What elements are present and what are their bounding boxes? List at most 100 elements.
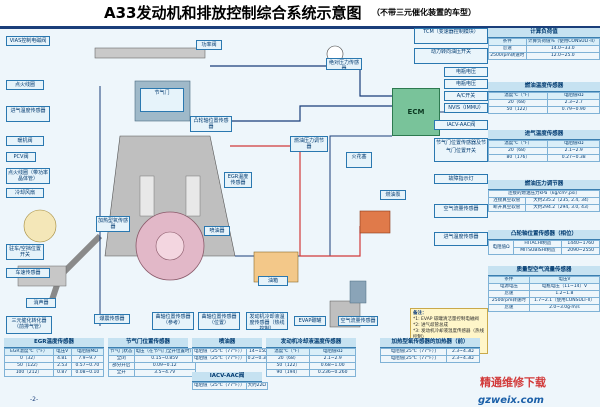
air-intake-pipe [94,47,206,59]
note-title: 备注： [413,311,427,316]
piston-left [139,175,155,217]
table-cell: 电阻值kΩ [547,92,600,100]
table-cell: 电瓶电压（11~14）V [528,283,600,291]
label-throttle-position: 节气门位置传感器及节气门位置开关 [434,138,488,162]
table-cell: 2.3~2.7 [547,99,600,107]
page-subtitle: （不带三元催化装置的车型） [372,8,476,17]
table-cell: 0.79~0.90 [547,106,600,114]
note-line-1: *1: EVAP 碳罐清洁量控制电磁阀 [413,317,479,322]
label-spark-plug: 火花塞 [346,152,372,168]
label-throttle-body: 节气门 [140,88,184,112]
ecm-box: ECM [392,88,440,136]
table-cell: 连接真空软管 [488,197,526,205]
table-title: 节气门位置传感器 [108,338,188,348]
label-iacv-aac: IACV-AAC阀 [434,120,488,130]
panel-table: 温度℃（°F）电阻值kΩ 20（68）2.3~2.7 50（122）0.79~0… [487,92,600,114]
label-ps-switch: 动力转向油压开关 [414,48,488,64]
table-cell: 温度℃（°F） [487,140,549,148]
table-cell: HITACHI制造 [513,240,563,248]
label-catalyst: 三元催化转化器（前排气管） [6,316,52,334]
page-number: -2- [30,396,39,403]
table-cell: 50（122） [4,362,54,370]
label-injector: 喷油器 [204,226,230,236]
page-title: A33发动机和排放控制综合系统示意图 [104,4,362,22]
label-battery-voltage-2: 电瓶电压 [444,79,488,89]
label-intake-air-temp: 进气温度传感器 [6,106,50,122]
panel-title: 质量型空气流量传感器 [488,266,600,276]
table-cell: 2.1~2.9 [547,147,600,155]
table-cell: 0.57~0.70 [70,362,105,370]
footer-logo: 精通维修下载 [480,376,546,389]
table-cell: 大约294.2（294, 3.0, 43） [524,204,600,212]
table-cell: 0.236~0.260 [309,369,356,377]
label-mass-air-flow: 空气流量传感器 [434,204,488,218]
table-cell: 部分开启 [108,362,135,370]
fuel-line-return [300,226,361,257]
label-intake-air-temp-right: 进气温度传感器 [434,232,488,246]
panel-title: 进气温度传感器 [488,130,600,140]
panel-title: 燃油温度传感器 [488,82,600,92]
label-fuel-pressure-regulator: 燃油压力调节器 [290,136,328,152]
table-cell: 100（212） [4,369,54,377]
table-heated-o2: 加热型氧传感器的加热器（前） 电阻值[25℃（77°F）]2.3~4.3Ω 电阻… [380,338,481,363]
label-ignition-coil-power: 点火线圈（带功率晶体管） [6,168,50,184]
table-cell: 2090~2550 [561,247,600,255]
label-air-flow: 空气流量传感器 [338,316,378,326]
table-cell: 20（68） [487,99,549,107]
label-camshaft-sensor: 凸轮轴位置传感器 [190,116,232,132]
table-cell: 0.08~0.10 [70,369,105,377]
label-ac-switch: A/C开关 [444,91,488,101]
table-cell: 14.0~33.0 [525,45,600,53]
table-title: 喷油器 [192,338,262,348]
wire-2 [230,105,392,122]
panel-title: 计算负荷值 [488,28,600,38]
table-iacv-aac: IACV-AAC阀 电阻值（25℃（77°F））大约22Ω [192,372,268,390]
table-cell: 电阻值kΩ [309,348,356,356]
table-cell: EGR温度℃（°F） [4,348,54,356]
table-coolant-temp: 发动机冷却液温度传感器 温度℃（°F）电阻值kΩ 20（68）2.1~2.9 5… [265,338,356,377]
table-cell: 节气门状态 [108,348,135,356]
table-title: EGR温度传感器 [4,338,104,348]
air-flow-meter [349,280,367,304]
note-line-3: *3: 发动机冷却液温度传感器（热线控制） [413,329,485,340]
fuel-line [230,145,301,256]
table-cell: 大约22Ω [245,382,268,390]
table-cell: 2.3~4.3Ω [445,348,481,356]
watermark-url: gzweix.com [478,395,544,406]
table-cell: 条件 [488,38,527,46]
table-cell: 50（122） [487,106,549,114]
label-tcm: TCM（变速器控制模块） [414,28,488,44]
table-cell: 电阻值kΩ [547,140,600,148]
table-cell: 3.5~4.7V [133,369,196,377]
table-title: 加热型氧传感器的加热器（前） [380,338,480,348]
table-cell: 电源电压 [488,283,530,291]
panel-intake-temp: 进气温度传感器 温度℃（°F）电阻值kΩ 20（68）2.1~2.9 80（17… [487,130,600,162]
table-grid: 温度℃（°F）电阻值kΩ 20（68）2.1~2.9 50（122）0.68~1… [265,348,356,377]
table-cell: 1.7~2.1（使用CONSULT-II） [528,297,600,305]
table-cell: 20（68） [265,355,311,363]
ecm-label: ECM [407,108,425,116]
table-cell: 2.0~3.0g·m/s [528,304,600,312]
label-evap-canister: EVAP碳罐 [294,316,326,326]
table-cell: 怠速 [488,304,530,312]
table-cell: 0.87 [52,369,72,377]
table-cell: 电阻值Ω [487,240,515,255]
table-cell: 2.3~4.3Ω [445,355,481,363]
table-grid: 电阻值（25℃（77°F））14~15Ω 电阻值（25℃（77°F））0.2~0… [192,348,272,363]
table-cell: 0.09~0.12 [133,362,196,370]
label-park-neutral: 驻车/空挡位置开关 [6,244,44,260]
label-knock-sensor: 爆震传感器 [94,314,130,324]
table-cell: 大约235.2（235, 2.4, 34） [524,197,600,205]
table-cell: MITSUBISHI制造 [513,247,563,255]
table-cell: 0（32） [4,355,54,363]
label-battery-voltage-1: 电瓶电压 [444,67,488,77]
panel-title: 燃油压力调节器 [488,180,600,190]
label-crank-ref: 曲轴位置传感器（参考） [152,312,194,330]
